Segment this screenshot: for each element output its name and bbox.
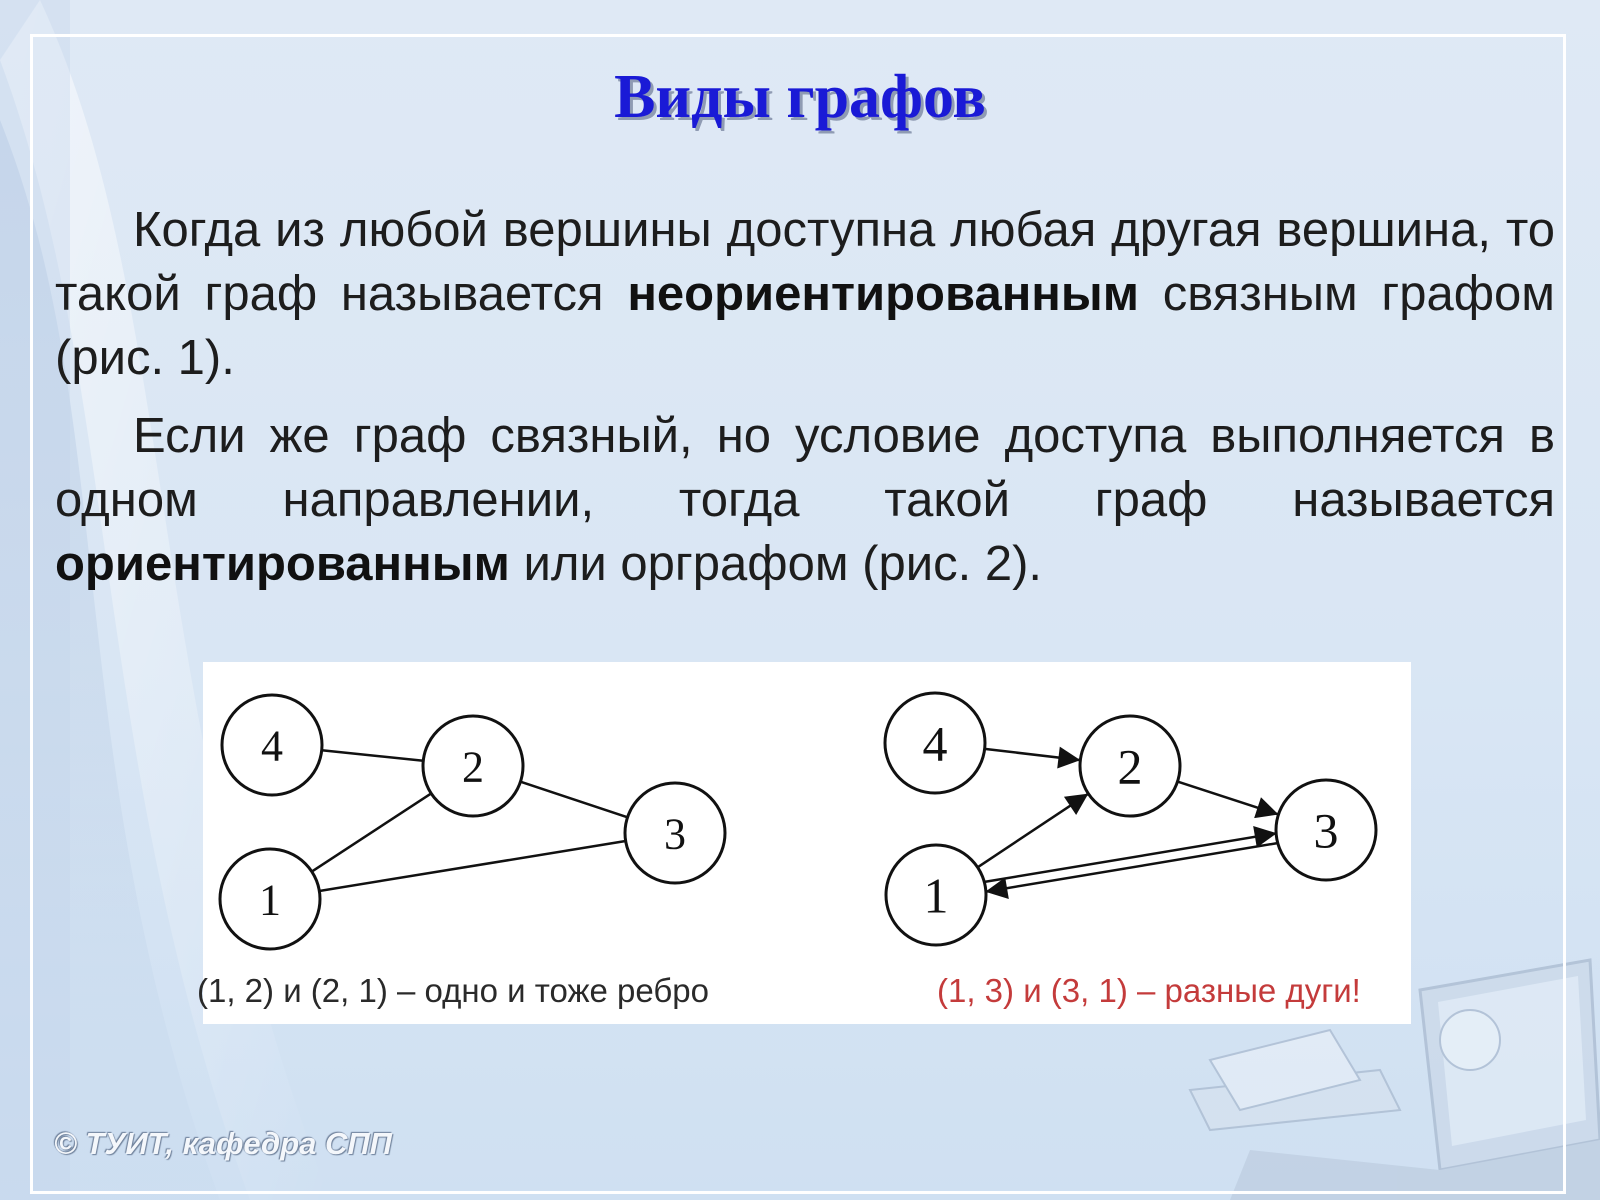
- graph-node-2: [1078, 714, 1182, 818]
- graph-edge-1-2: [311, 792, 432, 873]
- paragraph2-text-after: или орграфом (рис. 2).: [509, 537, 1043, 591]
- slide-frame: [30, 34, 1566, 1194]
- graph-node-label-4: 4: [923, 716, 948, 772]
- graph-arc-4-2: [984, 746, 1081, 769]
- graph-figures-svg: 4 2 3 1 4 2 3 1: [218, 691, 1378, 951]
- graph-arc-1-3: [985, 825, 1277, 884]
- graph-node-label-4: 4: [261, 721, 283, 770]
- graph-node-label-1: 1: [924, 868, 949, 924]
- graph-edge-2-3: [520, 780, 628, 819]
- graph-node-1: [218, 847, 322, 951]
- directed-graph: 4 2 3 1: [883, 691, 1378, 947]
- paragraph2-bold-term: ориентированным: [55, 537, 510, 591]
- graph-arc-3-1: [985, 841, 1277, 900]
- caption-undirected: (1, 2) и (2, 1) – одно и тоже ребро: [197, 972, 709, 1009]
- graph-node-label-3: 3: [1314, 803, 1339, 859]
- paragraph2-text-before: Если же граф связный, но условие доступа…: [55, 409, 1555, 527]
- graph-edge-4-2: [321, 748, 424, 763]
- graph-edge-1-3: [319, 839, 626, 893]
- paragraph1-bold-term: неориентированным: [627, 267, 1139, 321]
- paragraph1-text-after: связным графом (рис. 1).: [55, 267, 1555, 385]
- graph-node-4: [883, 691, 987, 795]
- graph-node-1: [884, 843, 988, 947]
- paragraph-undirected: Когда из любой вершины доступна любая др…: [55, 198, 1555, 390]
- laptop-books-decoration: [1188, 958, 1600, 1200]
- footer-copyright: © ТУИТ, кафедра СПП: [54, 1126, 392, 1161]
- graph-arc-2-3: [1177, 780, 1279, 819]
- graph-node-label-1: 1: [259, 875, 281, 924]
- graph-node-label-2: 2: [1118, 739, 1143, 795]
- undirected-graph: 4 2 3 1: [218, 693, 727, 951]
- graph-node-3: [623, 781, 727, 885]
- slide-title: Виды графов: [614, 63, 986, 131]
- caption-directed: (1, 3) и (3, 1) – разные дуги!: [937, 972, 1361, 1009]
- graph-node-label-3: 3: [664, 809, 686, 858]
- graph-node-label-2: 2: [462, 742, 484, 791]
- paragraph-directed: Если же граф связный, но условие доступа…: [55, 404, 1555, 596]
- graph-node-4: [220, 693, 324, 797]
- graph-arc-1-2: [976, 792, 1090, 869]
- paragraph1-text-before: Когда из любой вершины доступна любая др…: [55, 203, 1555, 321]
- graph-node-3: [1274, 778, 1378, 882]
- graph-figures: 4 2 3 1 4 2 3 1 (1, 2) и (2, 1) – одно и тоже …: [197, 662, 1411, 1024]
- graph-node-2: [421, 714, 525, 818]
